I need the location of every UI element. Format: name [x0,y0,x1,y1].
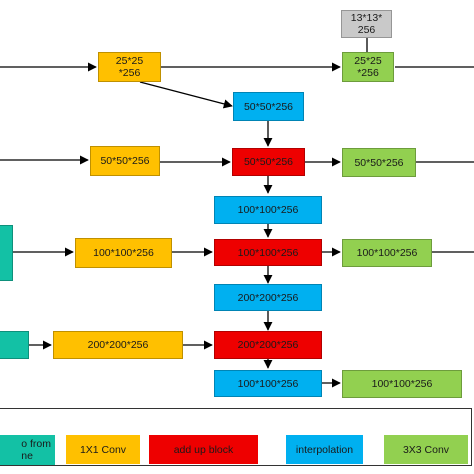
legend-conv1x1-label: 1X1 Conv [79,443,127,456]
legend-conv3x3-label: 3X3 Conv [402,443,450,456]
interpolation-block-100b: 100*100*256 [214,370,322,397]
legend-backbone-swatch: o from ne [0,435,55,465]
arrows [0,38,474,388]
legend-backbone-label: o from ne [21,438,51,462]
conv3x3-block-100b: 100*100*256 [342,370,462,398]
gray-block-13: 13*13* 256 [341,10,392,38]
arrow-orange-25-to-blue-50 [139,81,233,109]
interpolation-block-200: 200*200*256 [214,284,322,311]
legend-addup-swatch: add up block [149,435,258,464]
conv1x1-block-200: 200*200*256 [53,331,183,359]
addup-block-200: 200*200*256 [214,331,322,359]
legend-interpolation-swatch: interpolation [286,435,363,464]
addup-block-50: 50*50*256 [232,148,305,176]
legend-interpolation-label: interpolation [295,443,354,456]
conv3x3-block-50: 50*50*256 [342,148,416,177]
conv3x3-block-25: 25*25 *256 [342,52,394,82]
legend [0,408,472,466]
interpolation-block-50: 50*50*256 [233,92,304,121]
interpolation-block-100: 100*100*256 [214,196,322,224]
backbone-input-block-b [0,331,29,359]
addup-block-100: 100*100*256 [214,239,322,266]
conv1x1-block-100: 100*100*256 [75,238,172,268]
conv3x3-block-100: 100*100*256 [342,239,432,267]
conv1x1-block-25: 25*25 *256 [98,52,161,82]
backbone-input-block-a [0,225,13,281]
legend-addup-label: add up block [173,443,234,456]
legend-conv1x1-swatch: 1X1 Conv [66,435,140,464]
conv1x1-block-50: 50*50*256 [90,146,160,176]
legend-conv3x3-swatch: 3X3 Conv [384,435,468,464]
